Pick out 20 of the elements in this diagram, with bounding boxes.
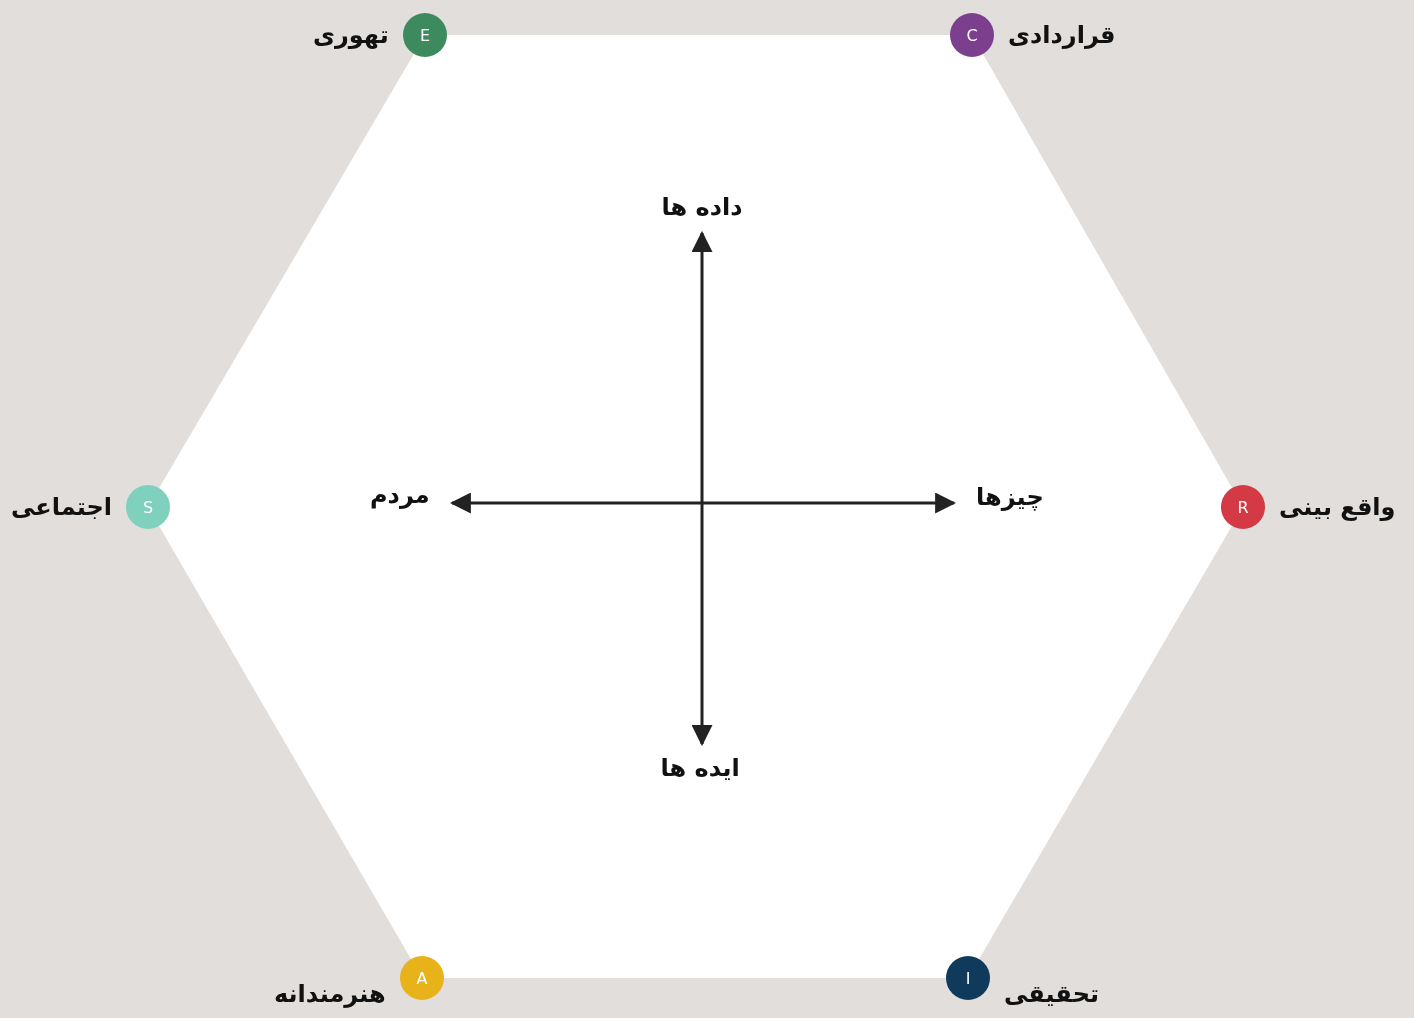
category-label: تهوری [313, 21, 389, 49]
category-circle: A [400, 956, 444, 1000]
arrow [449, 492, 702, 514]
category-label: قراردادی [1008, 21, 1116, 49]
axis-label: داده ها [661, 193, 743, 221]
category-label: تحقیقی [1004, 980, 1099, 1008]
arrow [702, 492, 957, 514]
arrow [691, 230, 713, 503]
category-label: هنرمندانه [274, 980, 386, 1008]
axis-label: مردم [370, 481, 430, 509]
category-circle: S [126, 485, 170, 529]
category-circle: E [403, 13, 447, 57]
category-label: اجتماعی [11, 493, 113, 521]
category-circle: I [946, 956, 990, 1000]
category-circle: C [950, 13, 994, 57]
axis-label: چیزها [976, 483, 1044, 511]
category-circle: R [1221, 485, 1265, 529]
axis-label: ایده ها [660, 754, 740, 782]
arrow [691, 503, 713, 747]
category-label: واقع بینی [1279, 493, 1396, 521]
